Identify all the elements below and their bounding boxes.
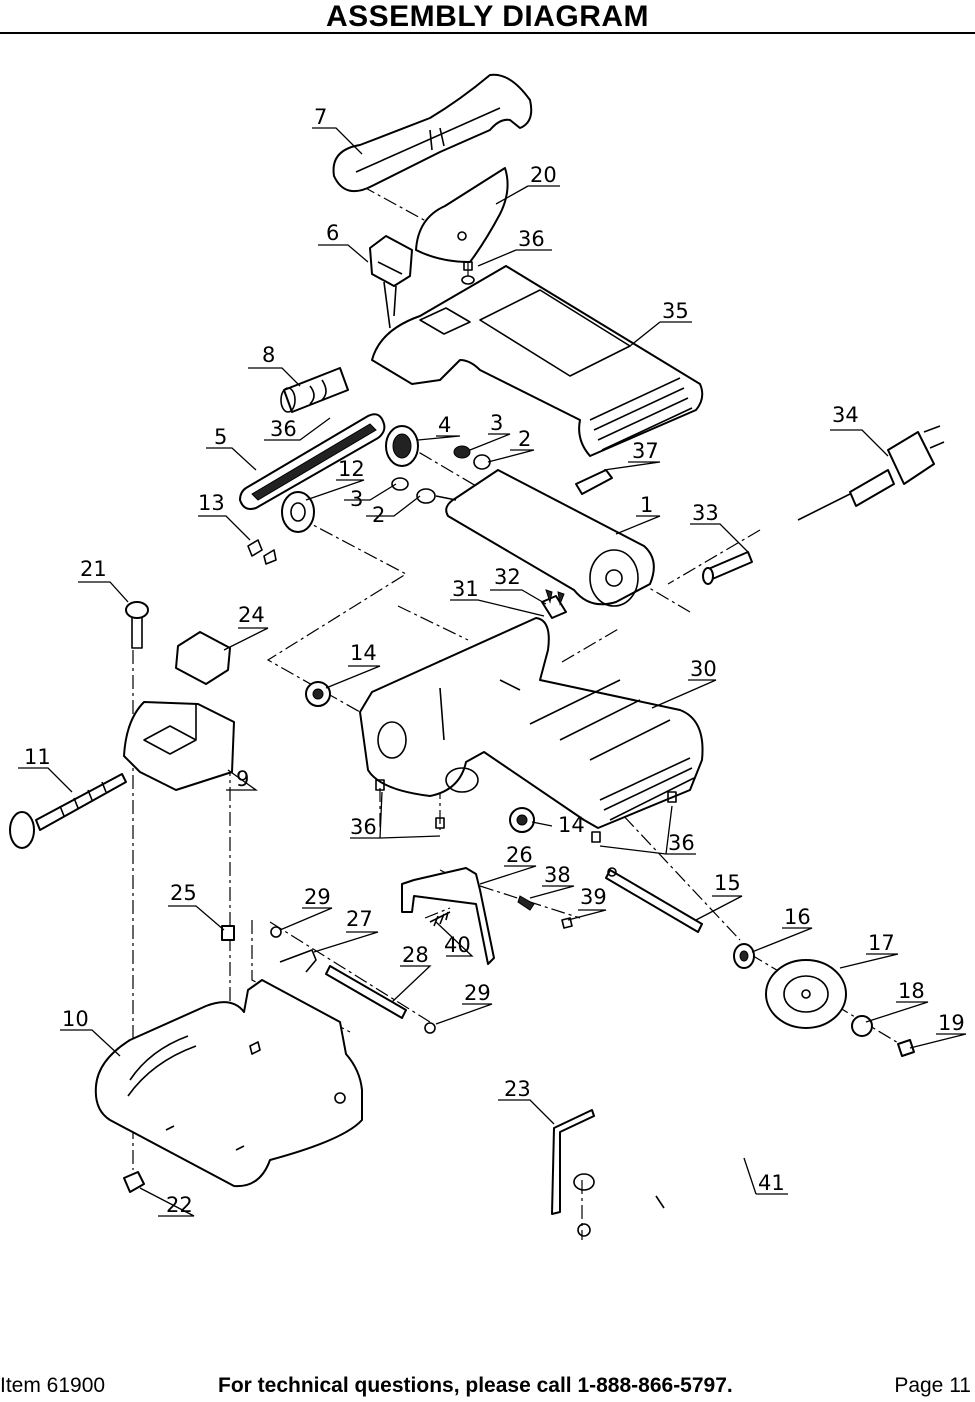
callout-41: 41 [758,1171,785,1195]
callout-13: 13 [198,491,225,515]
part-5-belt [239,413,386,510]
callout-29: 29 [464,981,491,1005]
callout-9: 9 [236,767,249,791]
callout-27: 27 [346,907,373,931]
callout-39: 39 [580,885,607,909]
part-9-vise-jaw [123,701,235,791]
callout-20: 20 [530,163,557,187]
callout-6: 6 [326,221,339,245]
part-37-brush [575,469,613,495]
part-32-clamp [541,589,567,619]
callout-15: 15 [714,871,741,895]
callout-36: 36 [518,227,545,251]
callout-24: 24 [238,603,265,627]
callout-2: 2 [372,503,385,527]
part-39-pin [561,917,573,929]
callout-18: 18 [898,979,925,1003]
callout-36: 36 [350,815,377,839]
page-footer: Item 61900 For technical questions, plea… [0,1374,975,1402]
part-13-screws [247,539,277,565]
part-3-2-bearings [391,445,491,504]
callout-36: 36 [668,831,695,855]
callout-3: 3 [350,487,363,511]
part-30-base-frame [359,617,704,829]
callout-37: 37 [632,439,659,463]
callout-19: 19 [938,1011,965,1035]
callout-14: 14 [558,813,585,837]
part-19-bolt [897,1039,915,1057]
callout-23: 23 [504,1077,531,1101]
part-15-shaft [605,867,703,933]
callout-36: 36 [270,417,297,441]
part-36-screw [461,261,475,285]
callout-30: 30 [690,657,717,681]
part-33-bolt [702,551,753,585]
callout-12: 12 [338,457,365,481]
part-6-switch [369,235,413,329]
part-21-bolt [125,601,149,649]
callout-17: 17 [868,931,895,955]
part-18-flange [851,1015,873,1037]
part-14-bearing-top [305,681,331,707]
part-28-pivot-shaft [325,965,407,1019]
part-22-nut [123,1171,145,1193]
part-12-pulley [281,491,315,533]
callout-5: 5 [214,425,227,449]
callout-25: 25 [170,881,197,905]
callout-leaders [18,127,967,1217]
callout-7: 7 [314,105,327,129]
part-8-sleeve [280,367,349,413]
callout-1: 1 [640,493,653,517]
part-25-nut [221,925,235,941]
part-4-pulley [385,425,419,467]
part-35-motor-housing [371,265,704,457]
callout-34: 34 [832,403,859,427]
part-41-rod [655,1195,665,1209]
part-40-spring [429,911,451,927]
callout-4: 4 [438,413,451,437]
part-20-handle-cover [415,167,509,263]
callout-22: 22 [166,1193,193,1217]
callout-3: 3 [490,411,503,435]
assembly-diagram: 7 20 6 36 35 8 36 5 4 3 2 34 12 37 3 2 1… [9,73,967,1240]
part-24-block [175,631,231,685]
callout-14: 14 [350,641,377,665]
page-title: ASSEMBLY DIAGRAM [325,0,650,33]
callout-35: 35 [662,299,689,323]
callout-2: 2 [518,427,531,451]
callout-40: 40 [444,933,471,957]
callout-28: 28 [402,943,429,967]
part-34-power-cord [797,425,945,521]
part-7-top-cover [332,73,533,193]
part-11-lead-screw [9,773,127,849]
part-16-washer [733,943,755,969]
callout-10: 10 [62,1007,89,1031]
callout-labels: 7 20 6 36 35 8 36 5 4 3 2 34 12 37 3 2 1… [24,105,965,1217]
page-number: Page 11 [894,1374,971,1397]
part-26-lever [401,867,495,965]
callout-26: 26 [506,843,533,867]
part-10-base [94,979,363,1188]
part-38-spring [517,895,535,911]
item-number: Item 61900 [0,1374,106,1397]
callout-33: 33 [692,501,719,525]
part-36-screws-base [375,779,677,843]
title-rule [0,32,975,34]
part-17-cutting-wheel [765,959,847,1029]
callout-29: 29 [304,885,331,909]
callout-21: 21 [80,557,107,581]
part-29-clips [270,926,436,1034]
part-1-motor [435,469,655,607]
callout-31: 31 [452,577,479,601]
part-27-spring [279,949,317,973]
callout-32: 32 [494,565,521,589]
callout-8: 8 [262,343,275,367]
part-14-bearing-bottom [509,807,535,833]
callout-38: 38 [544,863,571,887]
callout-16: 16 [784,905,811,929]
part-23-hex-key [551,1109,595,1237]
callout-11: 11 [24,745,51,769]
tech-support-line: For technical questions, please call 1-8… [218,1374,733,1397]
